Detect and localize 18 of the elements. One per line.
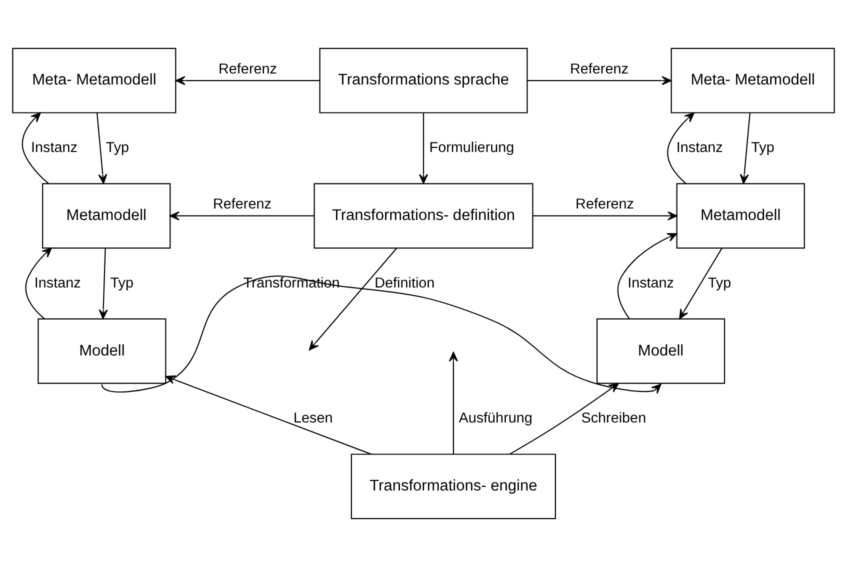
edge-label: Referenz bbox=[218, 61, 277, 78]
edge-label: Ausführung bbox=[458, 410, 532, 427]
edge-label: Typ bbox=[110, 275, 134, 292]
edge-label: Instanz bbox=[676, 140, 723, 156]
edge-label: Referenz bbox=[570, 61, 628, 78]
edge-label: Instanz bbox=[628, 275, 674, 292]
edge-label: Formulierung bbox=[429, 140, 514, 156]
edge-label: Schreiben bbox=[581, 410, 646, 427]
edge-label: Typ bbox=[751, 140, 774, 156]
edge-label: Typ bbox=[106, 140, 130, 156]
edge-label: Referenz bbox=[576, 196, 634, 213]
edge-label: Instanz bbox=[34, 275, 81, 292]
edge-label: Lesen bbox=[294, 410, 333, 427]
edge-label: Transformation bbox=[243, 275, 340, 292]
edge-label: Definition bbox=[374, 275, 435, 292]
edge-label: Referenz bbox=[212, 196, 272, 213]
edge-label: Typ bbox=[708, 275, 732, 292]
edge-label: Instanz bbox=[31, 140, 78, 156]
